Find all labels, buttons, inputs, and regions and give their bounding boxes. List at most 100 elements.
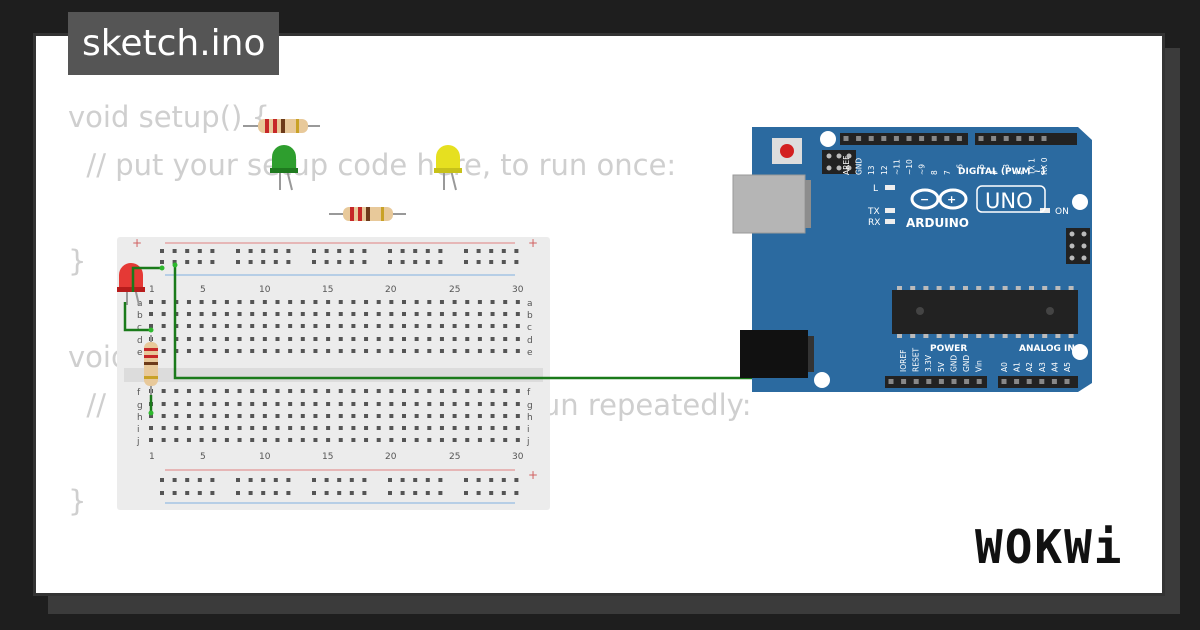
terminal-hole[interactable] — [452, 337, 457, 341]
terminal-hole[interactable] — [427, 312, 432, 316]
terminal-hole[interactable] — [389, 389, 394, 393]
terminal-hole[interactable] — [389, 300, 394, 304]
terminal-hole[interactable] — [402, 426, 406, 430]
rail-hole[interactable] — [172, 491, 177, 495]
terminal-hole[interactable] — [199, 337, 204, 341]
rail-hole[interactable] — [400, 491, 405, 495]
terminal-hole[interactable] — [288, 426, 293, 430]
terminal-hole[interactable] — [199, 402, 204, 406]
rail-hole[interactable] — [349, 260, 354, 264]
terminal-hole[interactable] — [326, 312, 331, 316]
terminal-hole[interactable] — [161, 438, 166, 442]
power-pin[interactable] — [938, 379, 944, 384]
terminal-hole[interactable] — [389, 438, 394, 442]
terminal-hole[interactable] — [427, 389, 432, 393]
terminal-hole[interactable] — [477, 300, 482, 304]
terminal-hole[interactable] — [376, 402, 381, 406]
terminal-hole[interactable] — [212, 300, 217, 304]
terminal-hole[interactable] — [250, 438, 255, 442]
digital-pins[interactable] — [843, 136, 1047, 141]
terminal-hole[interactable] — [250, 389, 255, 393]
terminal-hole[interactable] — [326, 389, 331, 393]
terminal-hole[interactable] — [212, 389, 217, 393]
terminal-hole[interactable] — [414, 312, 419, 316]
terminal-hole[interactable] — [288, 389, 293, 393]
terminal-hole[interactable] — [161, 349, 166, 353]
rail-hole[interactable] — [349, 491, 354, 495]
terminal-hole[interactable] — [186, 349, 191, 353]
terminal-hole[interactable] — [174, 389, 179, 393]
terminal-hole[interactable] — [186, 389, 191, 393]
reset-button-cap[interactable] — [780, 144, 794, 158]
rail-hole[interactable] — [248, 491, 253, 495]
terminal-hole[interactable] — [237, 438, 242, 442]
terminal-hole[interactable] — [250, 337, 255, 341]
terminal-hole[interactable] — [515, 389, 520, 393]
terminal-hole[interactable] — [149, 414, 153, 418]
terminal-hole[interactable] — [326, 414, 331, 418]
rail-hole[interactable] — [425, 491, 430, 495]
terminal-hole[interactable] — [439, 414, 444, 418]
rail-hole[interactable] — [400, 260, 405, 264]
rail-hole[interactable] — [362, 478, 367, 482]
terminal-hole[interactable] — [490, 414, 495, 418]
terminal-hole[interactable] — [465, 414, 470, 418]
terminal-hole[interactable] — [212, 349, 217, 353]
power-pin[interactable] — [951, 379, 957, 384]
terminal-hole[interactable] — [186, 312, 191, 316]
rail-hole[interactable] — [476, 260, 481, 264]
resistor-middle[interactable] — [329, 207, 406, 221]
terminal-hole[interactable] — [288, 402, 293, 406]
terminal-hole[interactable] — [490, 438, 495, 442]
power-pin[interactable] — [913, 379, 919, 384]
terminal-hole[interactable] — [262, 438, 267, 442]
terminal-hole[interactable] — [262, 324, 267, 328]
terminal-hole[interactable] — [149, 324, 153, 328]
rail-hole[interactable] — [413, 249, 418, 253]
terminal-hole[interactable] — [465, 312, 470, 316]
terminal-hole[interactable] — [262, 300, 267, 304]
rail-hole[interactable] — [210, 478, 215, 482]
terminal-hole[interactable] — [149, 438, 153, 442]
rail-hole[interactable] — [476, 491, 481, 495]
terminal-hole[interactable] — [300, 389, 305, 393]
digital-pin[interactable] — [893, 136, 899, 141]
terminal-hole[interactable] — [212, 402, 217, 406]
terminal-hole[interactable] — [199, 438, 204, 442]
terminal-hole[interactable] — [402, 349, 406, 353]
terminal-hole[interactable] — [224, 414, 229, 418]
terminal-hole[interactable] — [414, 414, 419, 418]
terminal-hole[interactable] — [326, 438, 331, 442]
rail-hole[interactable] — [501, 478, 506, 482]
rail-hole[interactable] — [248, 478, 253, 482]
rail-hole[interactable] — [273, 249, 278, 253]
rail-hole[interactable] — [236, 478, 240, 482]
terminal-hole[interactable] — [402, 312, 406, 316]
rail-hole[interactable] — [160, 249, 164, 253]
terminal-hole[interactable] — [338, 337, 343, 341]
terminal-hole[interactable] — [427, 402, 432, 406]
rail-hole[interactable] — [286, 260, 291, 264]
terminal-hole[interactable] — [515, 426, 520, 430]
terminal-hole[interactable] — [376, 337, 381, 341]
terminal-hole[interactable] — [174, 414, 179, 418]
terminal-hole[interactable] — [199, 349, 204, 353]
terminal-hole[interactable] — [326, 402, 331, 406]
rail-hole[interactable] — [261, 478, 266, 482]
terminal-hole[interactable] — [300, 300, 305, 304]
analog-pin[interactable] — [1051, 379, 1057, 384]
rail-hole[interactable] — [286, 478, 291, 482]
terminal-hole[interactable] — [364, 389, 369, 393]
terminal-hole[interactable] — [224, 426, 229, 430]
terminal-hole[interactable] — [376, 414, 381, 418]
rail-hole[interactable] — [476, 249, 481, 253]
digital-pin[interactable] — [919, 136, 925, 141]
rail-hole[interactable] — [464, 260, 468, 264]
terminal-hole[interactable] — [300, 324, 305, 328]
terminal-hole[interactable] — [402, 389, 406, 393]
terminal-hole[interactable] — [427, 337, 432, 341]
terminal-hole[interactable] — [439, 402, 444, 406]
terminal-hole[interactable] — [300, 438, 305, 442]
terminal-hole[interactable] — [338, 349, 343, 353]
terminal-hole[interactable] — [262, 414, 267, 418]
